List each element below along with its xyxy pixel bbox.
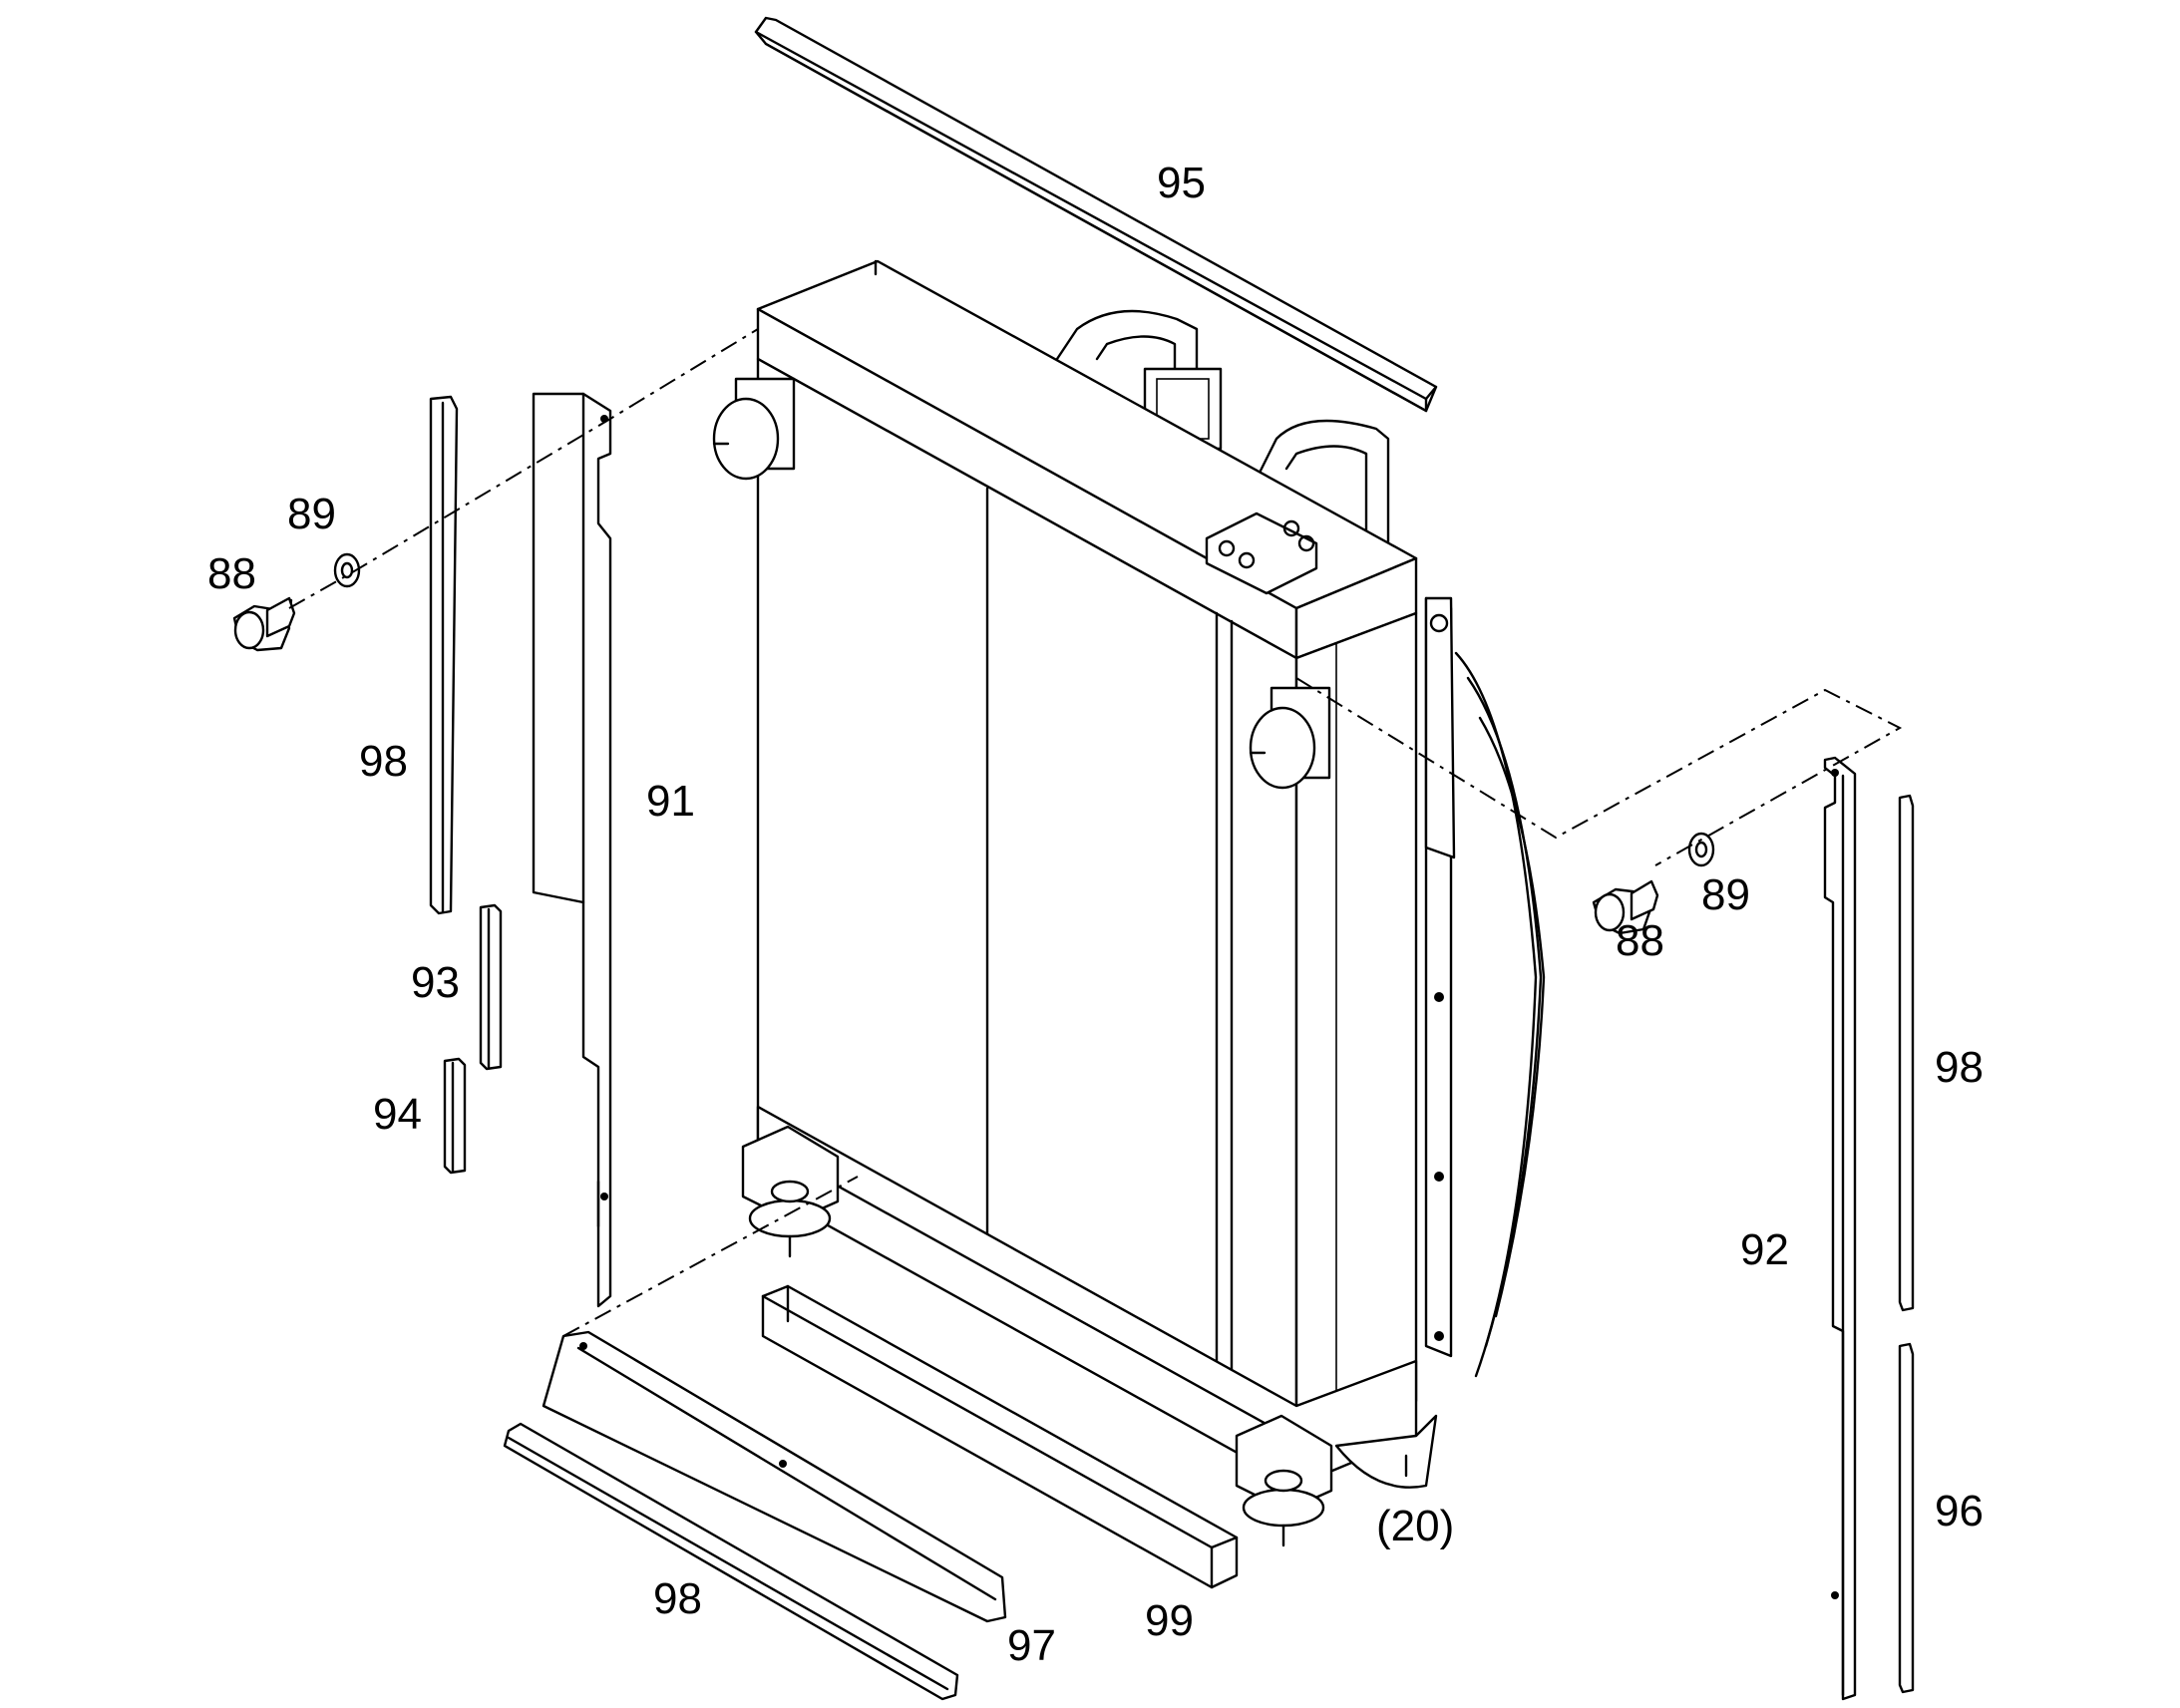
callout-95: 95 bbox=[1157, 159, 1206, 207]
part-96-right-vertical-strip bbox=[1898, 1342, 1915, 1694]
callout-94: 94 bbox=[373, 1090, 422, 1139]
part-89-left-washer bbox=[333, 552, 361, 588]
radiator-cooler-assembly bbox=[712, 259, 1546, 1547]
part-98-bottom-strip bbox=[503, 1422, 959, 1701]
assembly-line-right bbox=[1295, 677, 1903, 866]
part-88-right-bolt bbox=[1592, 879, 1659, 935]
part-98-right-vertical-strip bbox=[1898, 794, 1915, 1312]
callout-92: 92 bbox=[1740, 1225, 1789, 1274]
part-99-bottom-seal-block bbox=[761, 1284, 1239, 1589]
callout-98-left: 98 bbox=[359, 737, 408, 786]
part-92-right-side-plate bbox=[1823, 756, 1857, 1701]
part-94-seal bbox=[443, 1057, 467, 1175]
part-98-left-vertical-strip bbox=[429, 395, 459, 915]
callout-88-right: 88 bbox=[1616, 916, 1664, 965]
callout-98-right: 98 bbox=[1935, 1043, 1984, 1092]
part-88-left-bolt bbox=[232, 596, 296, 652]
part-97-bottom-angle-plate bbox=[542, 1330, 1007, 1623]
callout-89-left: 89 bbox=[287, 490, 336, 538]
callout-93: 93 bbox=[411, 958, 460, 1007]
callout-88-left: 88 bbox=[207, 549, 256, 598]
callout-98-bottom: 98 bbox=[653, 1574, 702, 1623]
callout-99: 99 bbox=[1145, 1596, 1194, 1645]
part-95-top-seal-strip bbox=[754, 16, 1438, 413]
part-91-left-side-plate bbox=[532, 392, 612, 1308]
part-89-right-washer bbox=[1687, 832, 1715, 867]
assembly-line-bottom bbox=[562, 1176, 859, 1337]
part-93-seal bbox=[479, 903, 503, 1071]
assembly-line-left bbox=[288, 328, 759, 609]
callout-91: 91 bbox=[646, 777, 695, 826]
callout-97: 97 bbox=[1007, 1621, 1056, 1670]
callout-89-right: 89 bbox=[1701, 870, 1750, 919]
callout-96: 96 bbox=[1935, 1487, 1984, 1536]
callout-20: (20) bbox=[1376, 1502, 1454, 1550]
